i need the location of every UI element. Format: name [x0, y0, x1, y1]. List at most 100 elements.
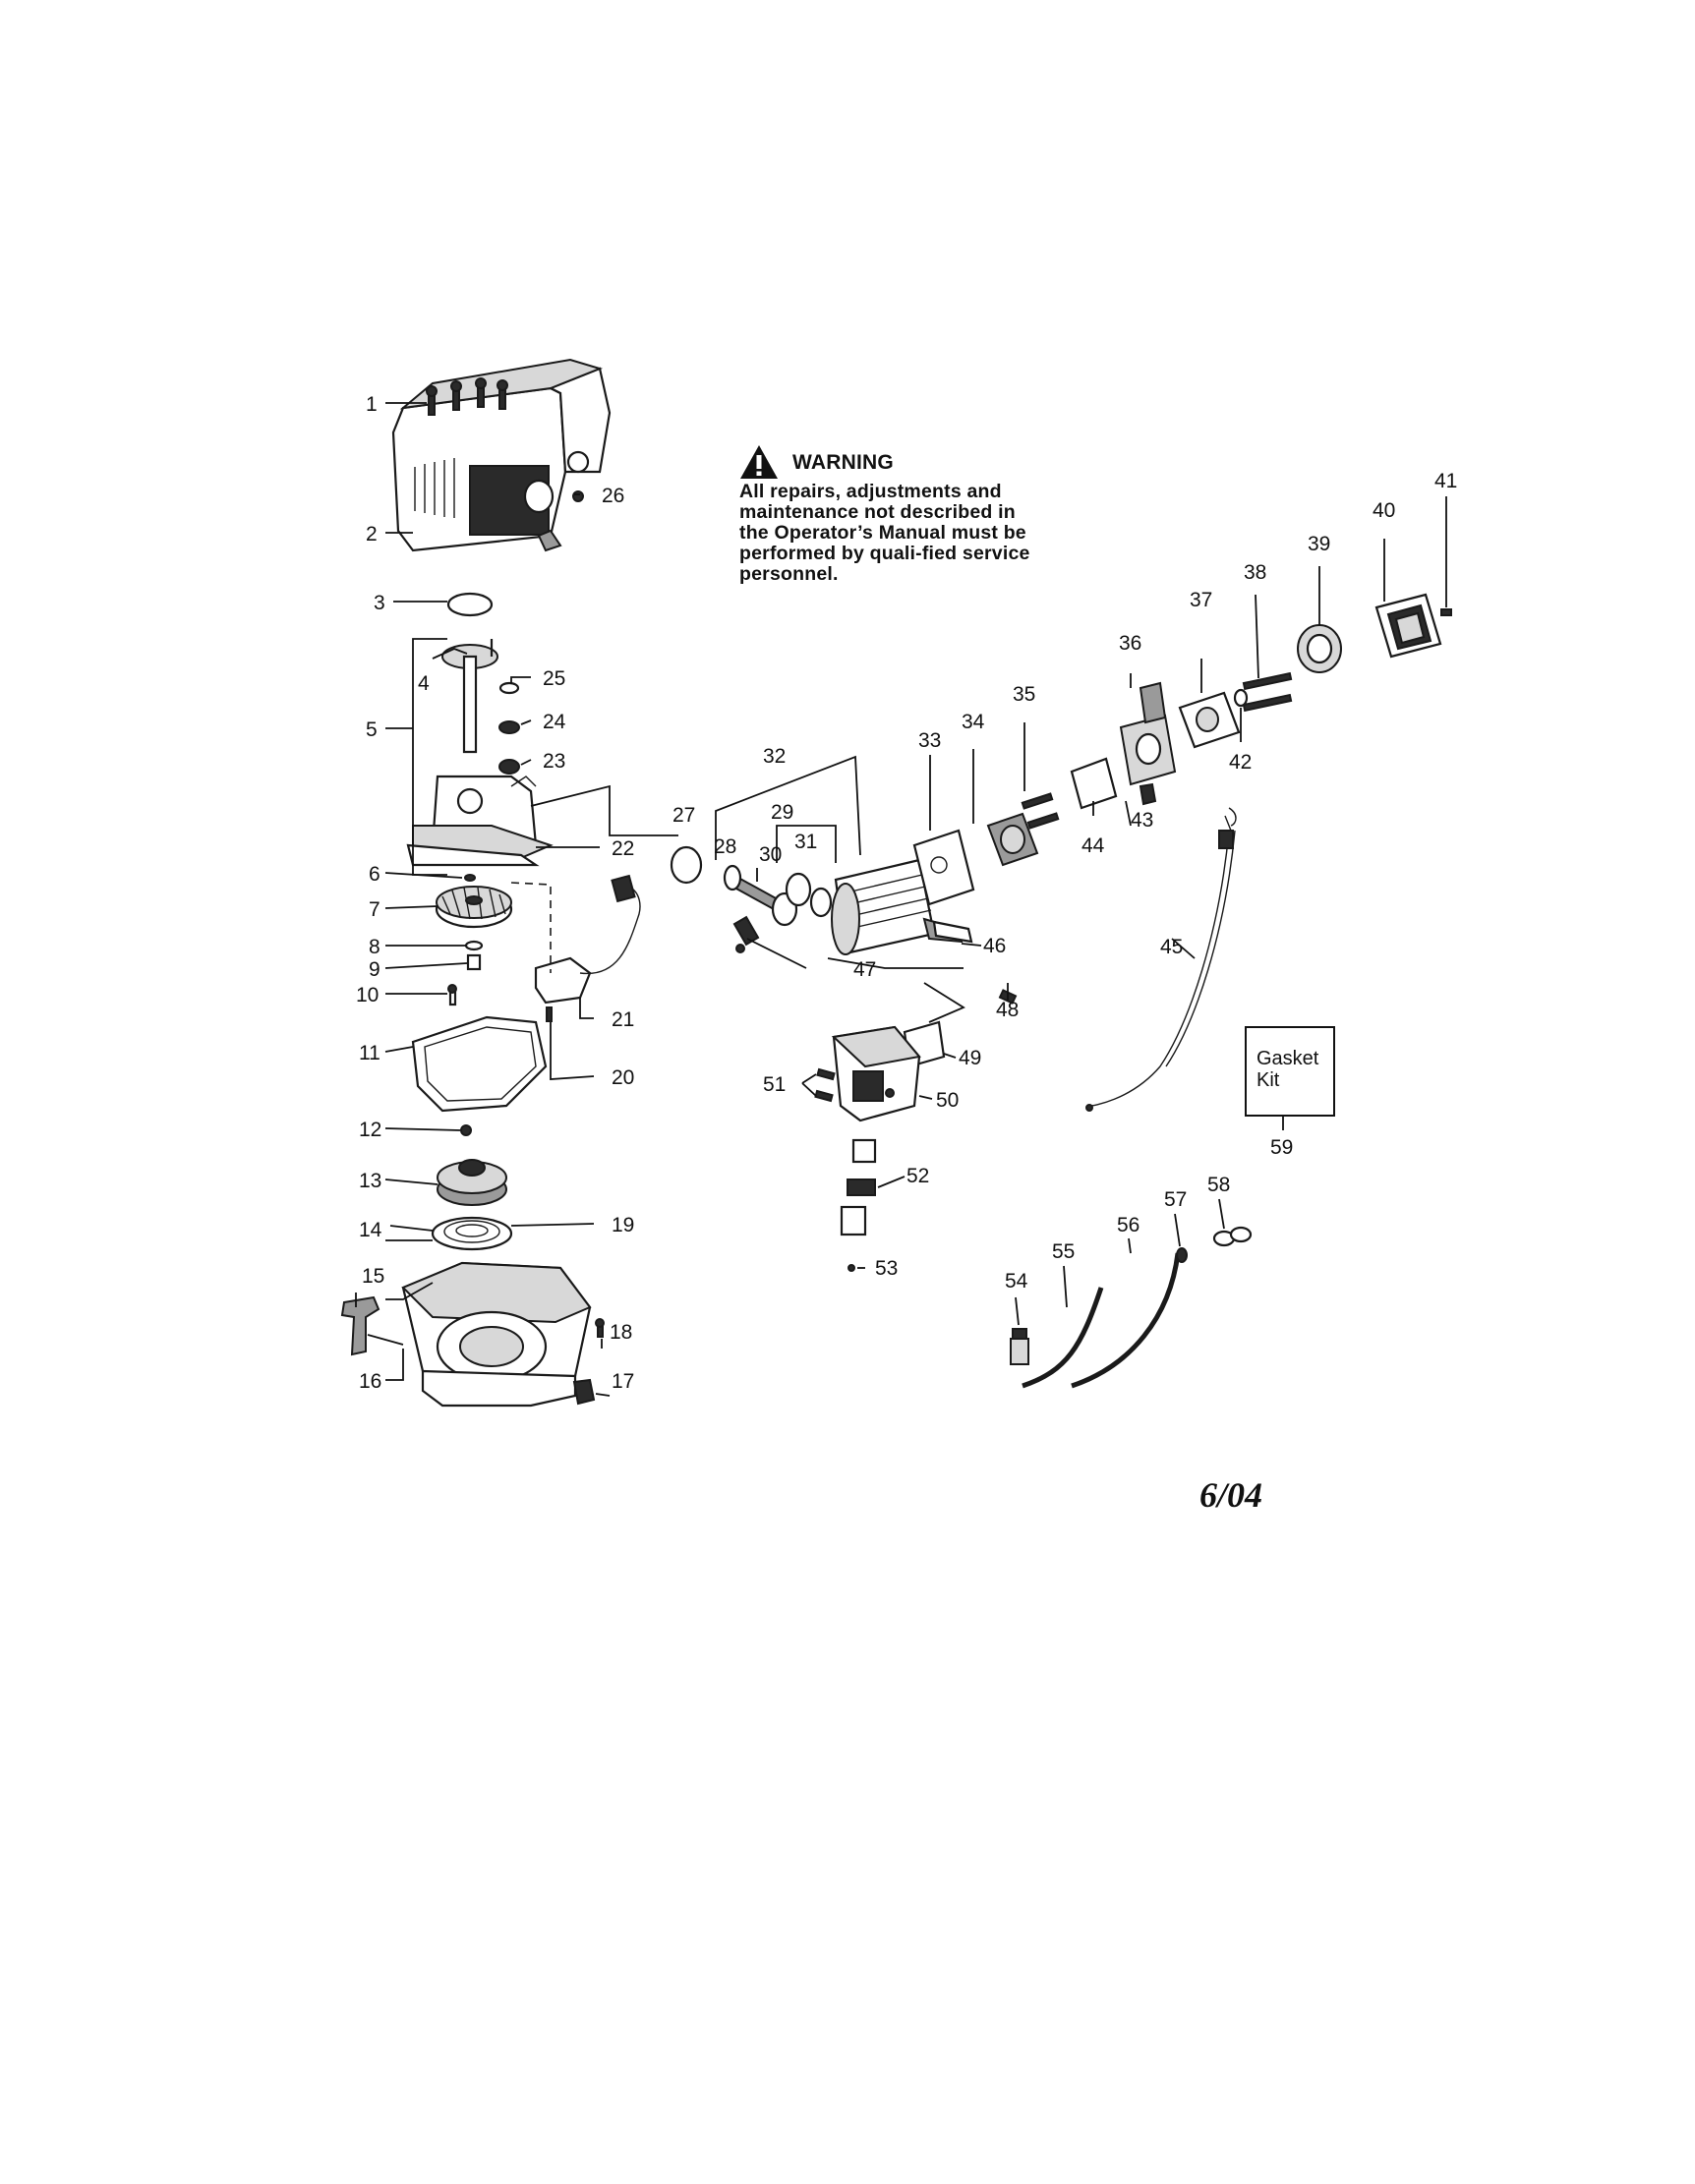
callout-50: 50	[936, 1089, 959, 1112]
callout-20: 20	[612, 1066, 634, 1089]
throttle-cable	[1085, 807, 1237, 1112]
callout-19: 19	[612, 1214, 634, 1236]
callout-8: 8	[369, 936, 380, 958]
crankshaft	[441, 639, 498, 754]
callout-55: 55	[1052, 1240, 1075, 1263]
gasket-kit-box: Gasket Kit	[1245, 1026, 1335, 1117]
callout-44: 44	[1081, 834, 1105, 857]
recoil-spring	[431, 1216, 513, 1251]
screw-20	[546, 1006, 553, 1022]
washer-42	[1233, 688, 1249, 708]
callout-14: 14	[359, 1219, 382, 1241]
callout-13: 13	[359, 1170, 381, 1192]
callout-52: 52	[906, 1165, 929, 1187]
callout-30: 30	[759, 843, 782, 866]
callout-45: 45	[1160, 936, 1183, 958]
gasket-kit-label: Gasket Kit	[1257, 1048, 1319, 1091]
piston-rod	[723, 864, 798, 953]
leader-lines-right	[756, 496, 1447, 1326]
warning-header: WARNING	[739, 444, 1046, 480]
callout-59: 59	[1270, 1136, 1293, 1159]
screw-10	[447, 984, 457, 1006]
callout-58: 58	[1207, 1174, 1230, 1196]
callout-24: 24	[543, 711, 566, 733]
callout-43: 43	[1131, 809, 1153, 832]
leader-lines-main	[385, 1239, 433, 1241]
carb-gasket-33	[912, 829, 975, 906]
flywheel-washer	[464, 940, 484, 951]
callout-28: 28	[714, 835, 736, 858]
callout-42: 42	[1229, 751, 1252, 774]
callout-32: 32	[763, 745, 786, 768]
callout-39: 39	[1308, 533, 1330, 555]
starter-housing	[401, 1261, 592, 1408]
carburetor	[1119, 681, 1177, 806]
callout-27: 27	[672, 804, 695, 827]
flywheel-nut	[466, 953, 482, 971]
spark-arrestor	[840, 1138, 877, 1236]
part-callouts: 1 2 3 4 5 6 7 8 9 10 11 12 13 14 15 16 1…	[356, 393, 1457, 1393]
screws-35	[1021, 792, 1060, 830]
callout-21: 21	[612, 1008, 634, 1031]
crankcase	[406, 775, 554, 867]
callout-35: 35	[1013, 683, 1035, 706]
callout-5: 5	[366, 718, 378, 741]
piston-ring-30	[785, 872, 812, 907]
fuel-line-55	[1022, 1287, 1104, 1389]
starter-pulley	[437, 1159, 507, 1206]
bolts-38	[1242, 671, 1293, 713]
callout-34: 34	[962, 711, 985, 733]
screw-41	[1440, 608, 1452, 616]
callout-11: 11	[359, 1042, 380, 1064]
callout-18: 18	[610, 1321, 632, 1344]
callout-23: 23	[543, 750, 565, 773]
callout-16: 16	[359, 1370, 381, 1393]
callout-51: 51	[763, 1073, 786, 1096]
callout-1: 1	[366, 393, 378, 416]
callout-15: 15	[362, 1265, 384, 1288]
callout-2: 2	[366, 523, 378, 546]
callout-33: 33	[918, 729, 941, 752]
callout-12: 12	[359, 1119, 381, 1141]
grommet-17	[572, 1378, 596, 1406]
callout-26: 26	[602, 485, 624, 507]
screw-53	[848, 1264, 855, 1272]
screw-12	[460, 1124, 472, 1136]
callout-47: 47	[853, 958, 876, 981]
callout-3: 3	[374, 592, 385, 614]
callout-54: 54	[1005, 1270, 1028, 1293]
callout-29: 29	[771, 801, 793, 824]
warning-text: All repairs, adjustments and maintenance…	[739, 481, 1030, 585]
callout-7: 7	[369, 898, 380, 921]
bearing-stack	[498, 681, 520, 775]
clip-58	[1212, 1226, 1253, 1247]
callout-56: 56	[1117, 1214, 1140, 1236]
screw-18	[595, 1318, 605, 1338]
carb-adapter-37	[1178, 691, 1241, 749]
revision-date: 6/04	[1199, 1475, 1263, 1515]
leader-lines-lower	[355, 846, 611, 1397]
callout-57: 57	[1164, 1188, 1187, 1211]
callout-40: 40	[1373, 499, 1395, 522]
warning-title: WARNING	[792, 450, 894, 474]
o-ring	[446, 592, 494, 617]
callout-48: 48	[996, 999, 1019, 1021]
carb-gasket-44	[1070, 757, 1118, 810]
fuel-line-56	[1071, 1252, 1181, 1389]
callout-10: 10	[356, 984, 379, 1006]
callout-53: 53	[875, 1257, 898, 1280]
callout-9: 9	[369, 958, 380, 981]
warning-notice: WARNING All repairs, adjustments and mai…	[739, 444, 1046, 585]
callout-38: 38	[1244, 561, 1266, 584]
cylinder	[831, 858, 964, 955]
starter-handle	[340, 1295, 404, 1356]
flywheel	[435, 886, 513, 929]
gasket-27	[670, 845, 703, 885]
spark-plug	[932, 920, 973, 944]
muffler-screws	[814, 1067, 836, 1103]
callout-6: 6	[369, 863, 380, 886]
leader-lines	[384, 402, 595, 1232]
fuel-filter	[1010, 1328, 1029, 1365]
grommet-57	[1176, 1247, 1188, 1263]
